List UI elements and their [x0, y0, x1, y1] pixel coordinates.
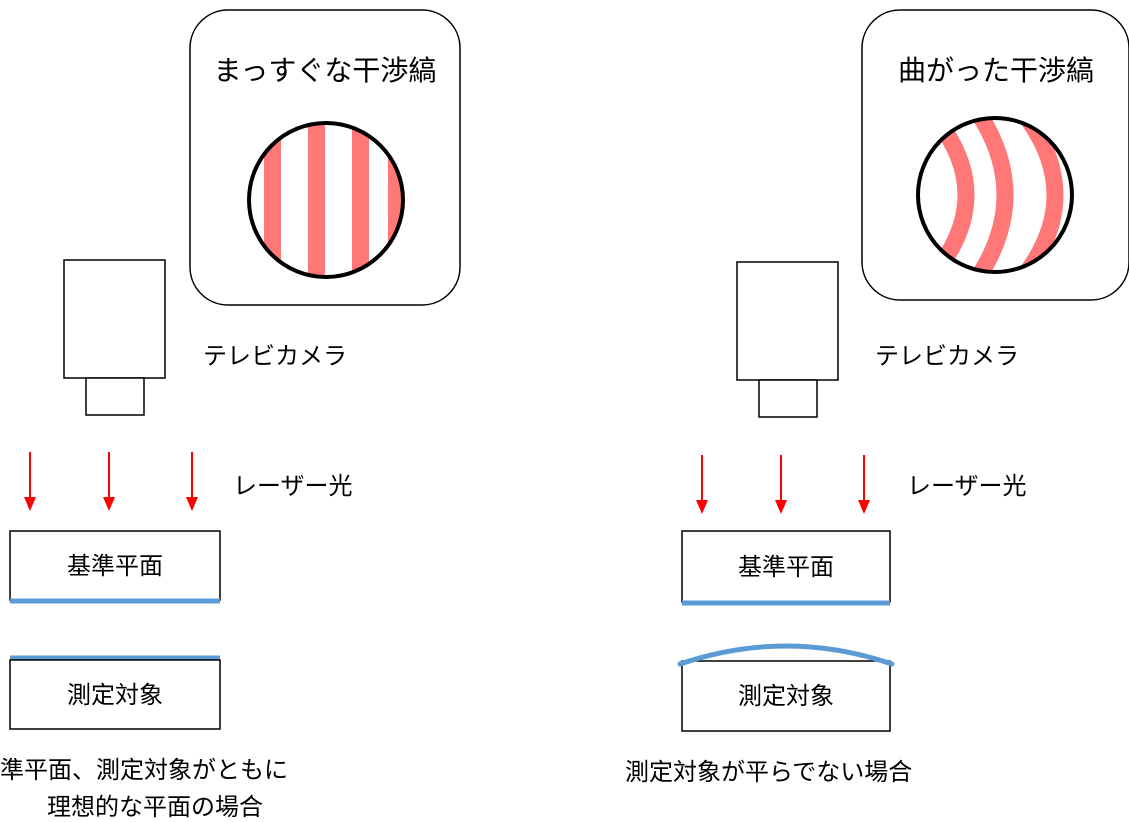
left-fringe-title: まっすぐな干渉縞 [214, 54, 437, 87]
right-caption-line1: 測定対象が平らでない場合 [625, 758, 912, 786]
left-laser-arrows [24, 452, 198, 511]
left-reference-label: 基準平面 [67, 552, 163, 580]
right-target-surface [677, 643, 895, 667]
right-fringe-circle [916, 116, 1074, 274]
laser-arrow [858, 455, 870, 514]
left-caption-line2: 理想的な平面の場合 [47, 793, 263, 821]
curved-fringe [930, 118, 975, 272]
laser-arrow [186, 452, 198, 511]
laser-arrow [24, 452, 36, 511]
laser-arrow [103, 452, 115, 511]
left-fringe-circle [247, 121, 405, 279]
left-target-label: 測定対象 [67, 681, 163, 709]
left-camera-lens [85, 377, 145, 416]
left-camera-label: テレビカメラ [203, 342, 347, 370]
left-fringe-view [264, 123, 403, 277]
straight-fringe [352, 123, 369, 277]
laser-arrow [696, 455, 708, 514]
left-camera-body [63, 259, 166, 379]
left-reference-plane [9, 530, 221, 601]
right-reference-plane [681, 530, 891, 603]
right-fringe-title: 曲がった干渉縞 [898, 54, 1094, 87]
left-laser-label: レーザー光 [233, 472, 353, 500]
right-panel: 曲がった干渉縞 テレビカメラ レーザー光 [625, 9, 1129, 786]
left-panel: まっすぐな干渉縞 テレビカメラ [0, 9, 461, 821]
right-camera-label: テレビカメラ [875, 342, 1019, 370]
left-monitor-frame [189, 9, 461, 306]
curved-fringe [1018, 118, 1064, 272]
right-target-label: 測定対象 [738, 682, 834, 710]
laser-arrow [775, 455, 787, 514]
right-laser-arrows [696, 455, 870, 514]
right-camera-body [736, 261, 839, 381]
curved-fringe [967, 118, 1014, 272]
right-target-box [681, 660, 891, 732]
right-reference-label: 基準平面 [738, 553, 834, 581]
right-fringe-view [930, 118, 1064, 272]
straight-fringe [264, 123, 281, 277]
right-monitor-frame [861, 9, 1129, 301]
straight-fringe [308, 123, 325, 277]
right-laser-label: レーザー光 [907, 472, 1027, 500]
left-target-box [9, 659, 221, 730]
right-camera-lens [758, 379, 818, 418]
left-caption-line1: 準平面、測定対象がともに [0, 756, 288, 784]
